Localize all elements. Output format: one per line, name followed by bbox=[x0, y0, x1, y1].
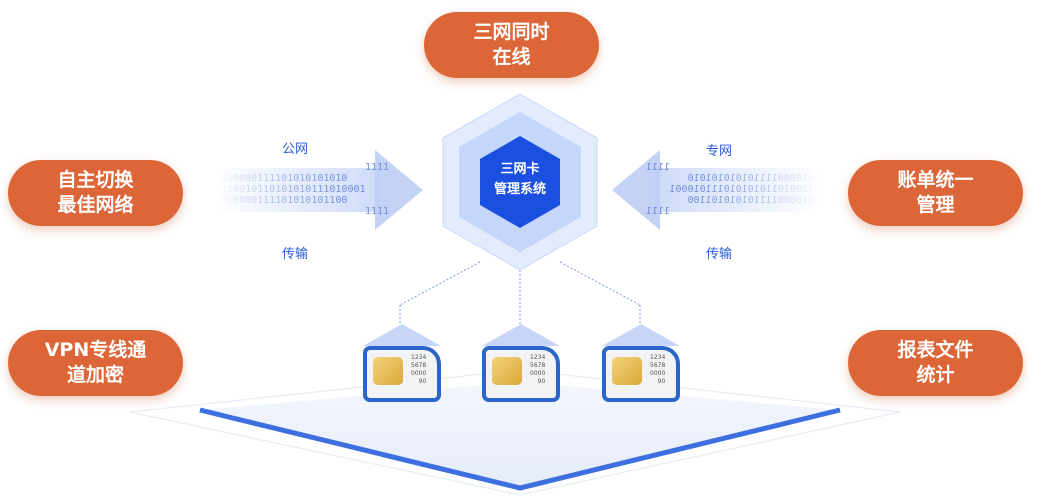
label-public-network: 公网 bbox=[282, 142, 309, 157]
data-flow-arrow-right: 1111 1010000111101010101010 011001011010… bbox=[610, 150, 820, 230]
label-transmission-right: 传输 bbox=[706, 247, 733, 262]
label-private-network: 专网 bbox=[706, 144, 733, 159]
feature-auto-switch-network: 自主切换最佳网络 bbox=[8, 160, 183, 226]
chip-icon bbox=[612, 357, 642, 385]
hex-inner bbox=[480, 136, 560, 228]
center-title: 三网卡 管理系统 bbox=[493, 162, 546, 197]
chip-icon bbox=[373, 357, 403, 385]
chip-icon bbox=[492, 357, 522, 385]
feature-report-statistics: 报表文件统计 bbox=[848, 330, 1023, 396]
feature-unified-billing: 账单统一管理 bbox=[848, 160, 1023, 226]
data-flow-arrow-left: 1111 1010000111101010101010 011001011010… bbox=[215, 150, 425, 230]
feature-three-networks-online: 三网同时在线 bbox=[424, 12, 599, 78]
label-transmission-left: 传输 bbox=[282, 247, 309, 262]
feature-vpn-encryption: VPN专线通道加密 bbox=[8, 330, 183, 396]
